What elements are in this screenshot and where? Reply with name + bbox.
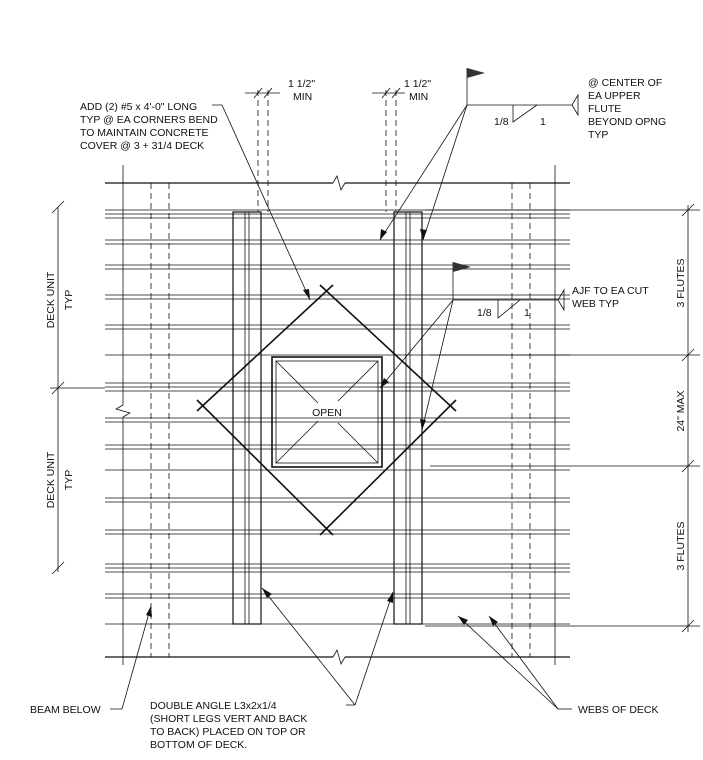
double-angle-note-3: TO BACK) PLACED ON TOP OR bbox=[150, 726, 306, 738]
field-weld-flag-icon bbox=[467, 68, 485, 78]
beam-below-lines bbox=[150, 183, 531, 657]
deck-unit-top-2: TYP bbox=[63, 290, 75, 310]
double-angle-left bbox=[232, 90, 269, 625]
field-weld-flag-mid-icon bbox=[453, 262, 471, 272]
deck-border bbox=[105, 165, 570, 666]
opening-label: OPEN bbox=[312, 407, 342, 419]
weld-top-note-3: FLUTE bbox=[588, 103, 621, 115]
weld-top-length: 1 bbox=[540, 116, 546, 128]
double-angle-note-1: DOUBLE ANGLE L3x2x1/4 bbox=[150, 700, 277, 712]
rebar-note: ADD (2) #5 x 4'-0" LONG TYP @ EA CORNERS… bbox=[80, 101, 311, 301]
weld-mid-size: 1/8 bbox=[477, 307, 492, 319]
webs-label: WEBS OF DECK bbox=[578, 704, 659, 716]
double-angle-note-4: BOTTOM OF DECK. bbox=[150, 739, 247, 751]
dim-min-left-1: 1 1/2" bbox=[288, 78, 315, 90]
weld-top-note-2: EA UPPER bbox=[588, 90, 641, 102]
rebar-note-3: TO MAINTAIN CONCRETE bbox=[80, 127, 209, 139]
double-angle-note: DOUBLE ANGLE L3x2x1/4 (SHORT LEGS VERT A… bbox=[150, 587, 394, 751]
rebar-diamond bbox=[196, 284, 457, 536]
weld-mid-note-1: AJF TO EA CUT bbox=[572, 285, 649, 297]
dim-min-left: 1 1/2" MIN bbox=[245, 78, 315, 103]
weld-mid-length: 1 bbox=[524, 307, 530, 319]
dim-min-right-1: 1 1/2" bbox=[404, 78, 431, 90]
weld-top-size: 1/8 bbox=[494, 116, 509, 128]
weld-symbol-top: 1/8 1 @ CENTER OF EA UPPER FLUTE BEYOND … bbox=[379, 68, 666, 241]
deck-unit-bottom-2: TYP bbox=[63, 470, 75, 490]
weld-top-note-5: TYP bbox=[588, 129, 608, 141]
dim-min-right: 1 1/2" MIN bbox=[372, 78, 431, 103]
rebar-note-2: TYP @ EA CORNERS BEND bbox=[80, 114, 218, 126]
weld-mid-note-2: WEB TYP bbox=[572, 298, 619, 310]
weld-top-note-1: @ CENTER OF bbox=[588, 77, 662, 89]
double-angle-note-2: (SHORT LEGS VERT AND BACK bbox=[150, 713, 307, 725]
double-angle-right bbox=[385, 90, 423, 625]
deck-unit-bottom-1: DECK UNIT bbox=[45, 451, 57, 508]
weld-symbol-mid: 1/8 1 AJF TO EA CUT WEB TYP bbox=[379, 262, 649, 431]
dim-max-opening: 24" MAX bbox=[675, 390, 687, 431]
dim-min-left-2: MIN bbox=[293, 91, 312, 103]
rebar-note-4: COVER @ 3 + 31/4 DECK bbox=[80, 140, 204, 152]
beam-below-note: BEAM BELOW bbox=[30, 605, 152, 716]
dim-min-right-2: MIN bbox=[409, 91, 428, 103]
webs-note: WEBS OF DECK bbox=[457, 615, 659, 716]
dim-flutes-top: 3 FLUTES bbox=[675, 258, 687, 307]
weld-top-note-4: BEYOND OPNG bbox=[588, 116, 666, 128]
dim-right-stack: 3 FLUTES 24" MAX 3 FLUTES bbox=[425, 203, 700, 633]
deck-webs bbox=[105, 209, 570, 625]
beam-below-label: BEAM BELOW bbox=[30, 704, 101, 716]
deck-opening: OPEN bbox=[271, 356, 383, 468]
deck-unit-top-1: DECK UNIT bbox=[45, 271, 57, 328]
dim-flutes-bottom: 3 FLUTES bbox=[675, 521, 687, 570]
rebar-note-1: ADD (2) #5 x 4'-0" LONG bbox=[80, 101, 197, 113]
dim-left-stack: DECK UNIT TYP DECK UNIT TYP bbox=[45, 200, 105, 575]
